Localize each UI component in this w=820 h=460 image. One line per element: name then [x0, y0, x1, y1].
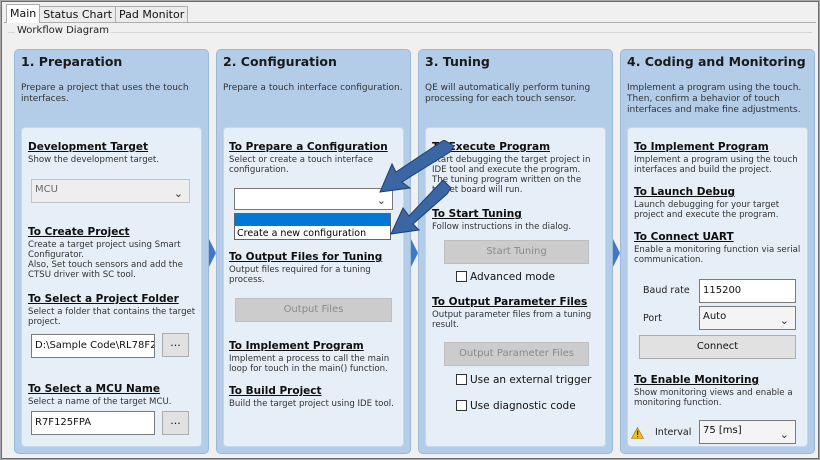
launch-debug-link[interactable]: To Launch Debug: [634, 186, 736, 198]
mcu-target-select: MCU ⌄: [31, 179, 190, 203]
column-description: QE will automatically perform tuning pro…: [425, 83, 591, 104]
baud-rate-input[interactable]: 115200: [699, 279, 796, 303]
development-target-desc: Show the development target.: [28, 155, 160, 165]
build-project-link[interactable]: To Build Project: [229, 385, 322, 397]
step-arrow-icon: [613, 239, 620, 267]
callout-arrow-icon: [379, 140, 455, 193]
enable-monitoring-link[interactable]: To Enable Monitoring: [634, 374, 760, 386]
start-tuning-button[interactable]: Start Tuning: [444, 240, 589, 264]
output-parameter-files-desc: Output parameter files from a tuning res…: [432, 310, 592, 330]
column-title: 1. Preparation: [21, 54, 123, 69]
chevron-down-icon: ⌄: [376, 194, 386, 207]
group-label: Workflow Diagram: [15, 25, 112, 36]
prepare-configuration-desc: Select or create a touch interface confi…: [229, 155, 374, 175]
enable-monitoring-desc: Show monitoring views and enable a monit…: [634, 388, 793, 408]
output-parameter-files-link[interactable]: To Output Parameter Files: [432, 296, 588, 308]
execute-program-desc: Start debugging the target project in ID…: [432, 155, 591, 195]
column-configuration: 2. Configuration Prepare a touch interfa…: [216, 49, 411, 454]
build-project-desc: Build the target project using IDE tool.: [229, 399, 394, 409]
project-folder-input[interactable]: D:\Sample Code\RL78F25_: [31, 334, 155, 358]
connect-button[interactable]: Connect: [639, 335, 796, 359]
column-coding-monitoring: 4. Coding and Monitoring Implement a pro…: [620, 49, 815, 454]
configuration-dropdown-list: Create a new configuration: [234, 213, 391, 240]
tab-divider: [4, 22, 816, 23]
start-tuning-desc: Follow instructions in the dialog.: [432, 222, 572, 232]
dropdown-item-create-configuration[interactable]: Create a new configuration: [237, 228, 367, 239]
select-mcu-name-desc: Select a name of the target MCU.: [28, 397, 172, 407]
connect-uart-link[interactable]: To Connect UART: [634, 231, 734, 243]
connect-uart-desc: Enable a monitoring function via serial …: [634, 245, 801, 265]
diagnostic-code-checkbox[interactable]: [456, 400, 467, 411]
create-project-link[interactable]: To Create Project: [28, 226, 130, 238]
diagnostic-code-label: Use diagnostic code: [470, 400, 576, 412]
column-inner-panel: [223, 127, 404, 447]
step-arrow-icon: [209, 239, 216, 267]
port-select[interactable]: Auto ⌄: [699, 306, 796, 330]
group-divider: [8, 32, 812, 33]
launch-debug-desc: Launch debugging for your target project…: [634, 200, 780, 220]
interval-select[interactable]: 75 [ms] ⌄: [699, 420, 796, 444]
column-title: 3. Tuning: [425, 54, 490, 69]
implement-program-desc: Implement a program using the touch inte…: [634, 155, 798, 175]
output-parameter-files-button[interactable]: Output Parameter Files: [444, 342, 589, 366]
select-mcu-name-link[interactable]: To Select a MCU Name: [28, 383, 160, 395]
start-tuning-link[interactable]: To Start Tuning: [432, 208, 522, 220]
chevron-down-icon: ⌄: [779, 428, 789, 441]
column-title: 4. Coding and Monitoring: [627, 54, 806, 69]
browse-mcu-button[interactable]: ...: [162, 411, 189, 435]
development-target-link[interactable]: Development Target: [28, 141, 149, 153]
column-description: Implement a program using the touch. The…: [627, 83, 802, 115]
callout-arrow-icon: [390, 180, 452, 235]
advanced-mode-checkbox[interactable]: [456, 271, 467, 282]
select-project-folder-link[interactable]: To Select a Project Folder: [28, 293, 179, 305]
column-inner-panel: [425, 127, 606, 447]
configuration-select[interactable]: ⌄: [234, 188, 393, 210]
execute-program-link[interactable]: To Execute Program: [432, 141, 551, 153]
prepare-configuration-link[interactable]: To Prepare a Configuration: [229, 141, 388, 153]
tab-status-chart[interactable]: Status Chart: [39, 6, 117, 23]
baud-rate-label: Baud rate: [643, 285, 690, 296]
output-files-button[interactable]: Output Files: [235, 298, 392, 322]
advanced-mode-label: Advanced mode: [470, 271, 555, 283]
mcu-name-input[interactable]: R7F125FPA: [31, 411, 155, 435]
implement-program-desc: Implement a process to call the main loo…: [229, 354, 390, 374]
interval-select-value: 75 [ms]: [703, 425, 742, 436]
output-files-tuning-link[interactable]: To Output Files for Tuning: [229, 251, 383, 263]
output-files-tuning-desc: Output files required for a tuning proce…: [229, 265, 371, 285]
chevron-down-icon: ⌄: [779, 314, 789, 327]
column-description: Prepare a touch interface configuration.: [223, 83, 403, 93]
external-trigger-label: Use an external trigger: [470, 374, 592, 386]
external-trigger-checkbox[interactable]: [456, 374, 467, 385]
chevron-down-icon: ⌄: [173, 187, 183, 200]
column-description: Prepare a project that uses the touch in…: [21, 83, 189, 104]
create-project-desc: Create a target project using Smart Conf…: [28, 240, 183, 280]
column-title: 2. Configuration: [223, 54, 337, 69]
tab-bar: Main Status Chart Pad Monitor: [6, 4, 189, 23]
mcu-target-select-value: MCU: [35, 184, 58, 195]
implement-program-link[interactable]: To Implement Program: [634, 141, 769, 153]
port-select-value: Auto: [703, 311, 727, 322]
warning-icon: [631, 427, 644, 439]
implement-program-link[interactable]: To Implement Program: [229, 340, 364, 352]
tab-pad-monitor[interactable]: Pad Monitor: [115, 6, 189, 23]
step-arrow-icon: [411, 239, 418, 267]
dropdown-highlighted-item[interactable]: [235, 214, 390, 226]
tab-main[interactable]: Main: [6, 4, 41, 23]
interval-label: Interval: [655, 427, 692, 438]
select-project-folder-desc: Select a folder that contains the target…: [28, 307, 196, 327]
port-label: Port: [643, 313, 662, 324]
browse-folder-button[interactable]: ...: [162, 333, 189, 357]
